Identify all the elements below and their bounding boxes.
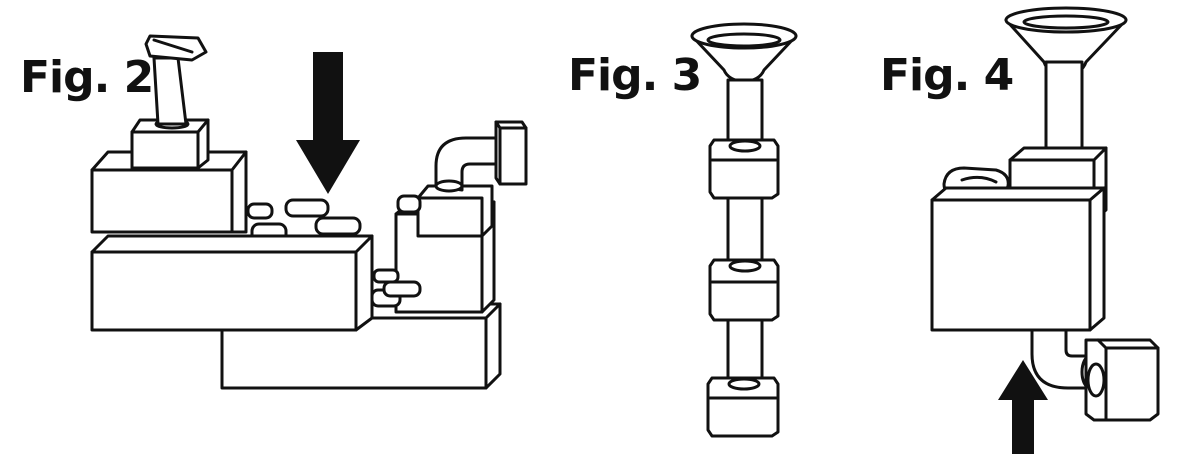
fig4-funnel: [1004, 6, 1128, 78]
fig2-upper-left-brick: [90, 150, 248, 234]
figure-2: Fig. 2: [20, 34, 528, 390]
figure-3-label: Fig. 3: [568, 50, 701, 101]
fig3-connector-1: [708, 138, 780, 200]
fig3-tube-segments: [726, 78, 764, 382]
fig2-tube: [144, 34, 208, 126]
fig3-funnel: [690, 22, 798, 84]
fig2-elbow-pipe: [434, 120, 528, 193]
fig2-down-arrow: [296, 52, 360, 194]
fig4-tube: [1044, 60, 1084, 162]
fig3-connector-2: [708, 258, 780, 322]
figure-4-label: Fig. 4: [880, 50, 1013, 101]
fig2-top-cube: [130, 118, 210, 170]
figure-3: Fig. 3: [568, 22, 798, 438]
fig4-main-brick: [930, 186, 1106, 332]
fig2-right-cube: [416, 184, 494, 238]
figure-2-label: Fig. 2: [20, 52, 153, 103]
fig4-elbow-pipe: [1030, 328, 1160, 422]
fig3-connector-3: [706, 376, 780, 438]
fig2-middle-brick: [90, 234, 374, 332]
figure-4: Fig. 4: [880, 6, 1160, 454]
fig4-up-arrow: [998, 360, 1048, 454]
